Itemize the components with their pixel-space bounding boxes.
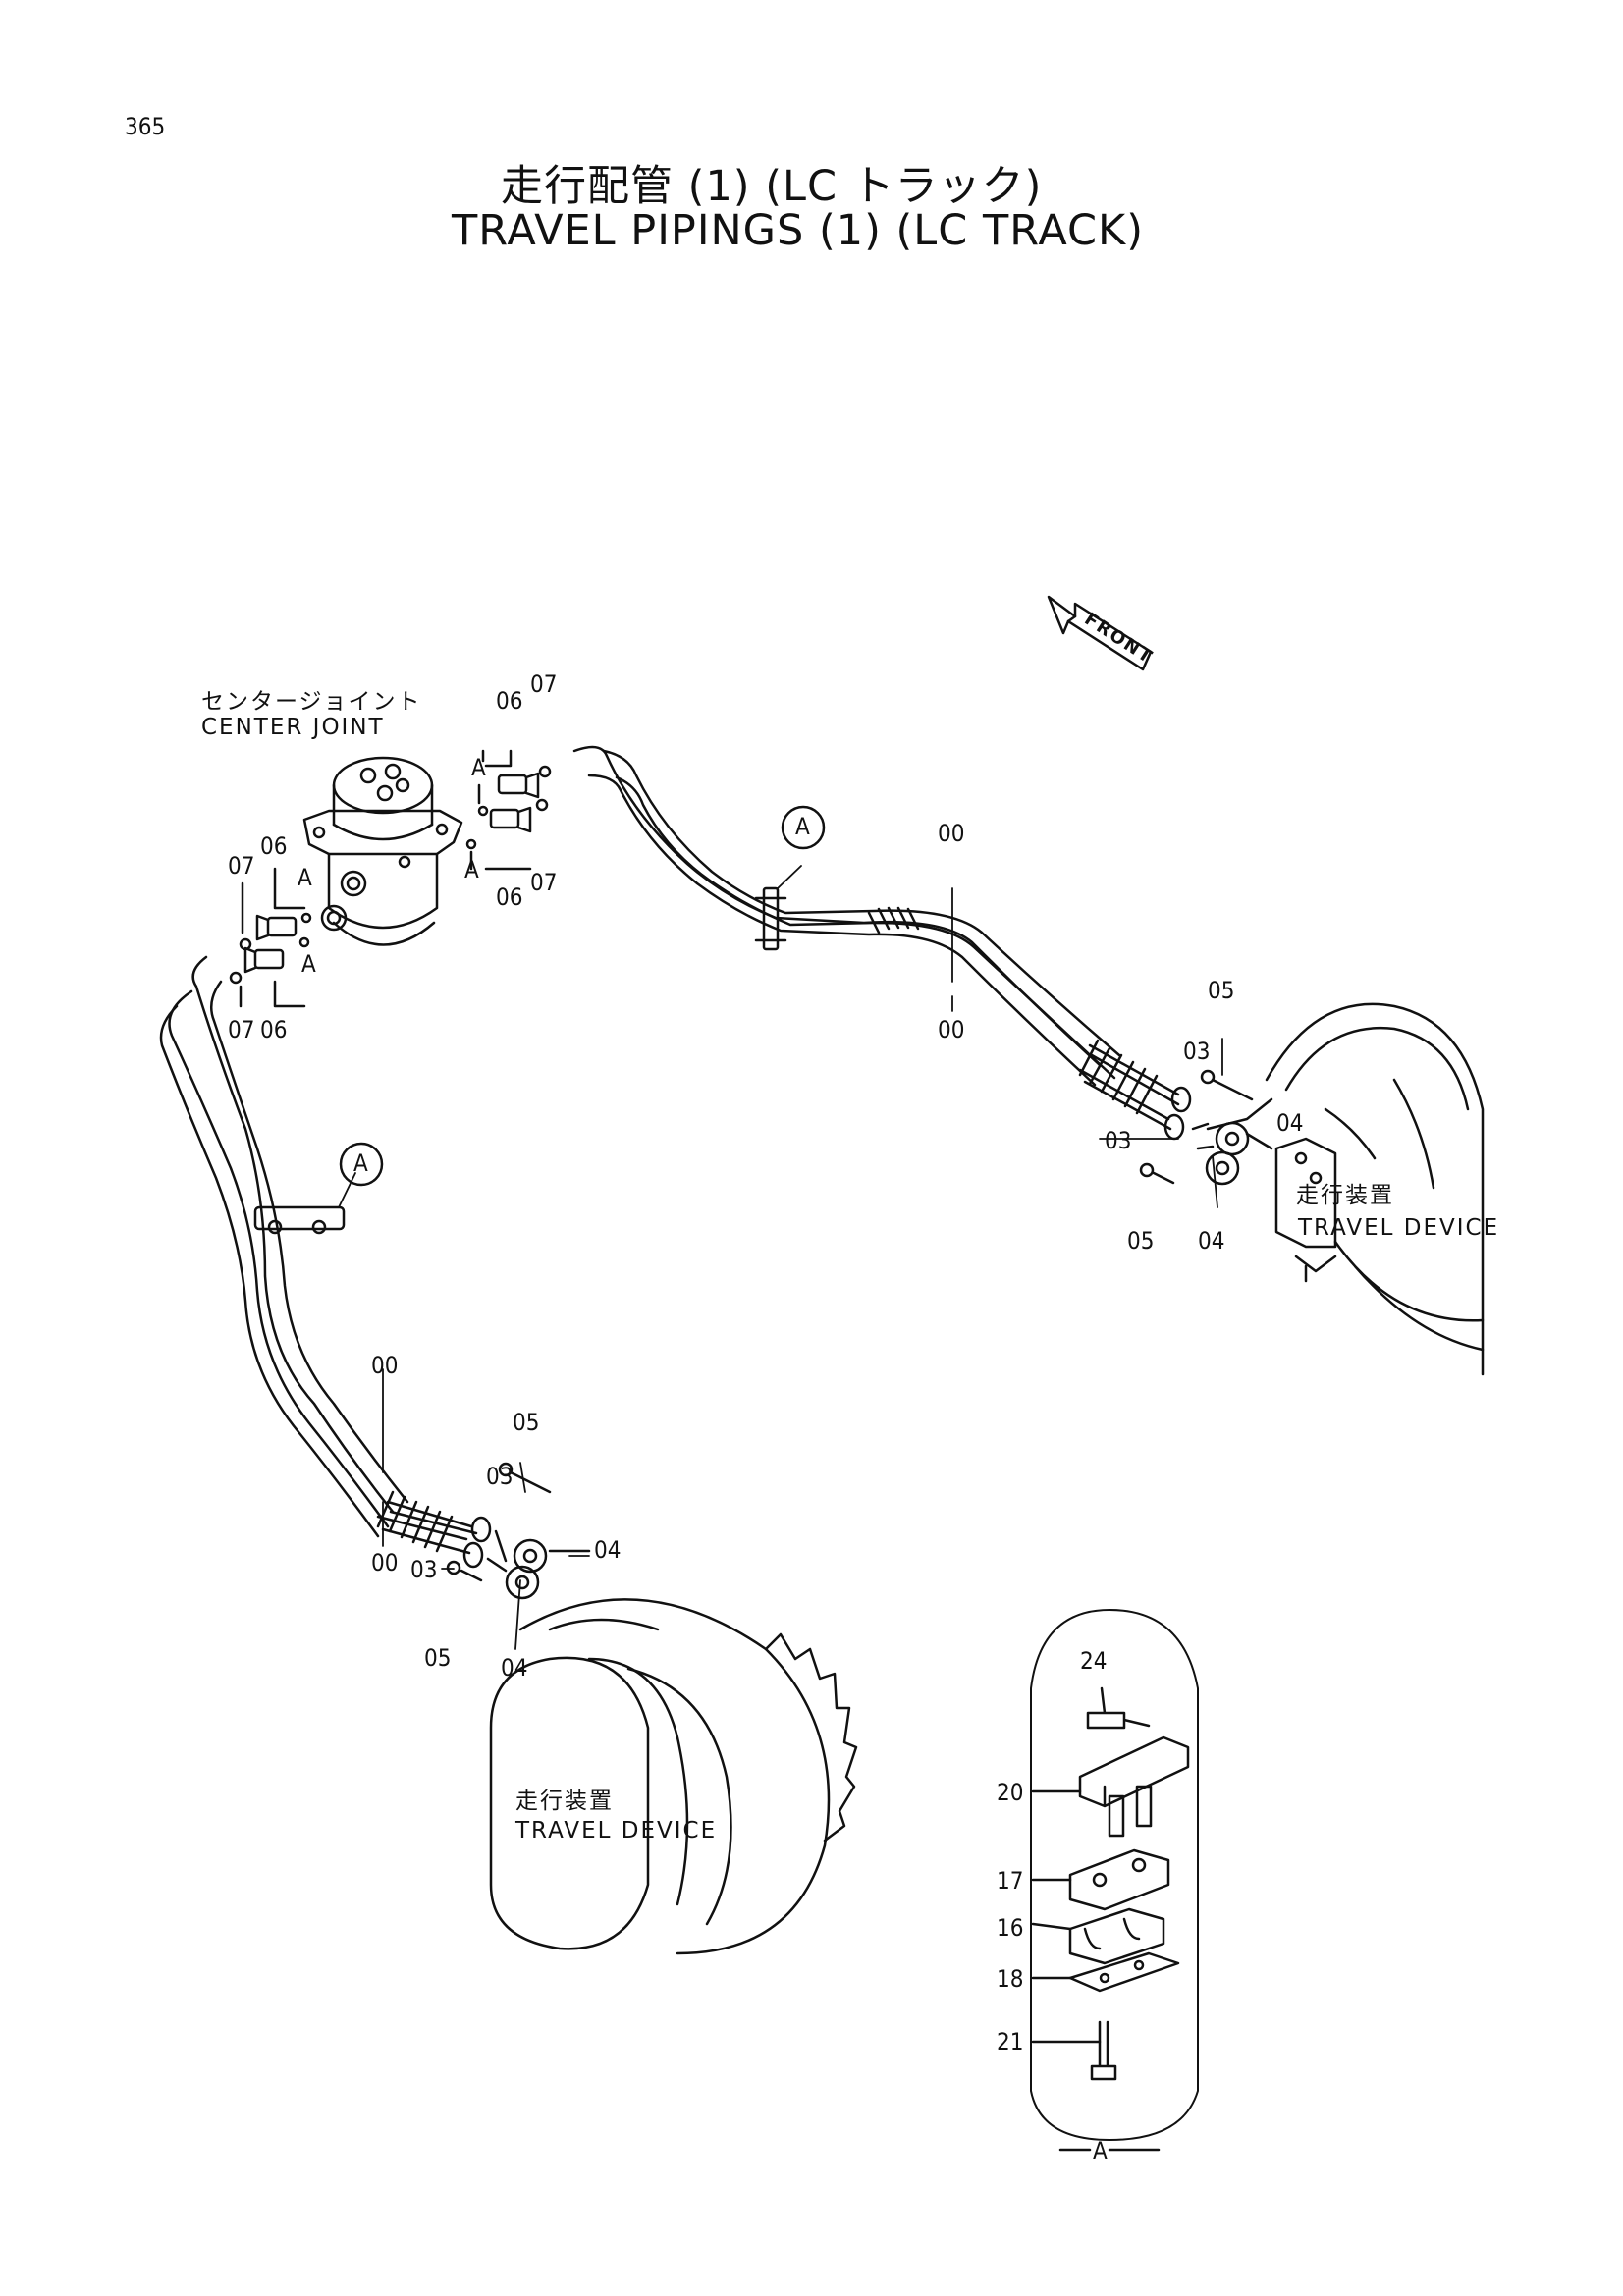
center-joint	[302, 756, 463, 946]
callout-16: 16	[997, 1914, 1024, 1942]
callout-20: 20	[997, 1779, 1024, 1806]
callout-a-left1: A	[298, 864, 312, 891]
callout-04-r1: 04	[1276, 1109, 1304, 1137]
callout-07-left2: 07	[228, 1016, 255, 1043]
travel-device-left	[489, 1598, 858, 1955]
fittings-left	[229, 867, 312, 1008]
callout-06-top: 06	[496, 687, 523, 715]
title-japanese: 走行配管 (1) (LC トラック)	[501, 162, 1043, 211]
detail-a-inset-label: A	[1093, 2137, 1108, 2164]
front-arrow-icon	[1047, 595, 1153, 671]
callout-03-l1: 03	[486, 1463, 514, 1490]
callout-00-r2: 00	[938, 1016, 965, 1043]
travel-device-right-label-jp: 走行装置	[1296, 1183, 1394, 1208]
callout-03-r2: 03	[1105, 1127, 1132, 1154]
center-joint-label-en: CENTER JOINT	[201, 715, 385, 740]
callout-00-l2: 00	[371, 1549, 399, 1576]
callout-07-top: 07	[530, 670, 558, 698]
detail-a-marker-left-label: A	[353, 1149, 368, 1177]
detail-a-inset	[1030, 1609, 1199, 2152]
callout-05-l1: 05	[513, 1409, 540, 1436]
callout-03-r1: 03	[1183, 1038, 1211, 1065]
right-flange-fittings	[1139, 1069, 1273, 1186]
title-english: TRAVEL PIPINGS (1) (LC TRACK)	[452, 206, 1145, 255]
callout-a-left2: A	[301, 950, 316, 978]
callout-05-l2: 05	[424, 1644, 452, 1672]
detail-a-marker-left	[339, 1142, 384, 1187]
callout-04-l2: 04	[501, 1654, 528, 1682]
callout-05-r2: 05	[1127, 1227, 1155, 1255]
fittings-top	[465, 749, 552, 871]
detail-a-marker-top-label: A	[795, 813, 810, 840]
page-number: 365	[125, 113, 166, 140]
hose-top-route	[572, 745, 1192, 1141]
detail-a-marker-top	[781, 805, 826, 850]
travel-device-right-label-en: TRAVEL DEVICE	[1298, 1215, 1500, 1241]
travel-device-left-label-jp: 走行装置	[515, 1789, 614, 1814]
callout-a-top1: A	[471, 754, 486, 781]
callout-03-l2: 03	[410, 1556, 438, 1583]
callout-17: 17	[997, 1867, 1024, 1895]
leader-lines	[338, 865, 1223, 1650]
callout-06-left: 06	[260, 832, 288, 860]
hose-left-route	[159, 955, 492, 1569]
callout-07-top2: 07	[530, 869, 558, 896]
center-joint-label-jp: センタージョイント	[201, 689, 422, 715]
callout-06-left2: 06	[260, 1016, 288, 1043]
callout-24: 24	[1080, 1647, 1108, 1675]
callout-06-top2: 06	[496, 883, 523, 911]
callout-21: 21	[997, 2028, 1024, 2056]
travel-device-left-label-en: TRAVEL DEVICE	[515, 1818, 718, 1843]
callout-05-r1: 05	[1208, 977, 1235, 1004]
callout-00-r1: 00	[938, 820, 965, 847]
callout-04-r2: 04	[1198, 1227, 1225, 1255]
callout-04-l1: 04	[594, 1536, 622, 1564]
travel-device-right	[1265, 1002, 1485, 1376]
callout-18: 18	[997, 1965, 1024, 1993]
left-flange-fittings	[446, 1462, 591, 1600]
callout-00-l1: 00	[371, 1352, 399, 1379]
callout-07-left: 07	[228, 852, 255, 880]
callout-a-top2: A	[464, 856, 479, 883]
